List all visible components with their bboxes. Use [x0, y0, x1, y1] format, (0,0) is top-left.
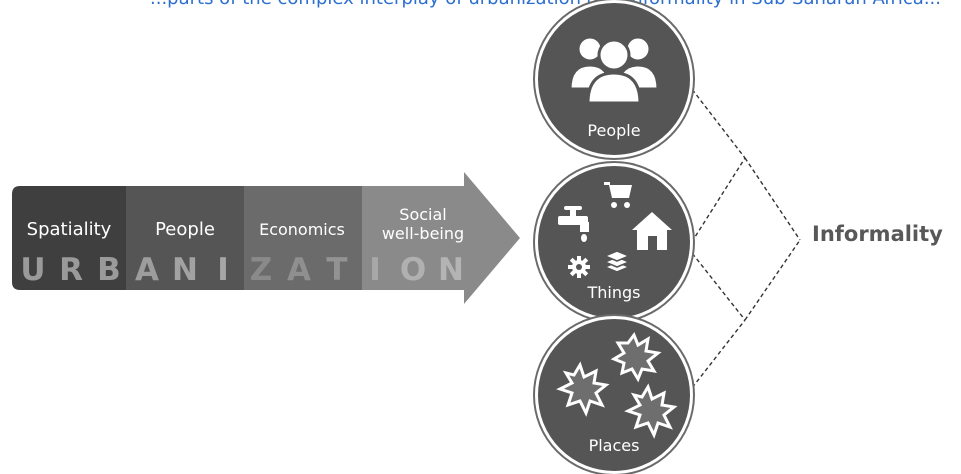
segment-label-social-line1: Social	[399, 205, 447, 224]
layers-icon	[604, 250, 630, 273]
caption-text: ...parts of the complex interplay of urb…	[150, 0, 941, 9]
water-tap-icon	[558, 206, 589, 242]
top-caption-cropped: ...parts of the complex interplay of urb…	[0, 0, 961, 22]
segment-label-social: Social well-being	[363, 205, 483, 243]
urbanization-letter: B	[97, 252, 121, 288]
arrow-segment-spatiality	[12, 172, 126, 304]
urbanization-letter: R	[59, 252, 83, 288]
connector-bottom-to-informality	[744, 239, 801, 321]
people-circle: People	[535, 0, 693, 158]
connector-people-left	[687, 83, 746, 159]
informality-label: Informality	[812, 222, 943, 246]
urbanization-letter: A	[135, 252, 159, 288]
urbanization-letter: O	[399, 252, 427, 288]
urbanization-arrow	[12, 172, 520, 304]
urbanization-letter: T	[326, 252, 348, 288]
connector-things-left-up	[687, 157, 746, 249]
things-circle: Things	[535, 163, 693, 321]
people-circle-label: People	[587, 121, 641, 140]
shopping-cart-icon	[604, 182, 632, 208]
house-icon	[632, 212, 672, 250]
connector-places-left	[687, 319, 746, 394]
urbanization-letter: U	[20, 252, 46, 288]
people-group-icon	[568, 35, 660, 105]
urbanization-letter: I	[369, 252, 381, 288]
urbanization-letter: Z	[249, 252, 273, 288]
urbanization-letter: A	[287, 252, 311, 288]
arrow-segment-economics	[244, 172, 362, 304]
urbanization-letter: I	[217, 252, 229, 288]
arrow-segment-people	[126, 172, 244, 304]
splat-blobs-icon	[556, 331, 678, 439]
things-circle-label: Things	[587, 283, 641, 302]
gear-icon	[568, 256, 590, 278]
segment-label-people: People	[155, 219, 215, 240]
urbanization-letter: N	[438, 252, 464, 288]
places-circle-label: Places	[588, 436, 640, 455]
connector-things-left-down	[687, 247, 746, 321]
segment-label-economics: Economics	[259, 220, 345, 239]
places-circle: Places	[535, 316, 693, 474]
segment-label-spatiality: Spatiality	[26, 219, 112, 240]
segment-label-social-line2: well-being	[381, 224, 465, 244]
urbanization-letter: N	[172, 252, 198, 288]
connector-top-to-informality	[744, 157, 801, 241]
